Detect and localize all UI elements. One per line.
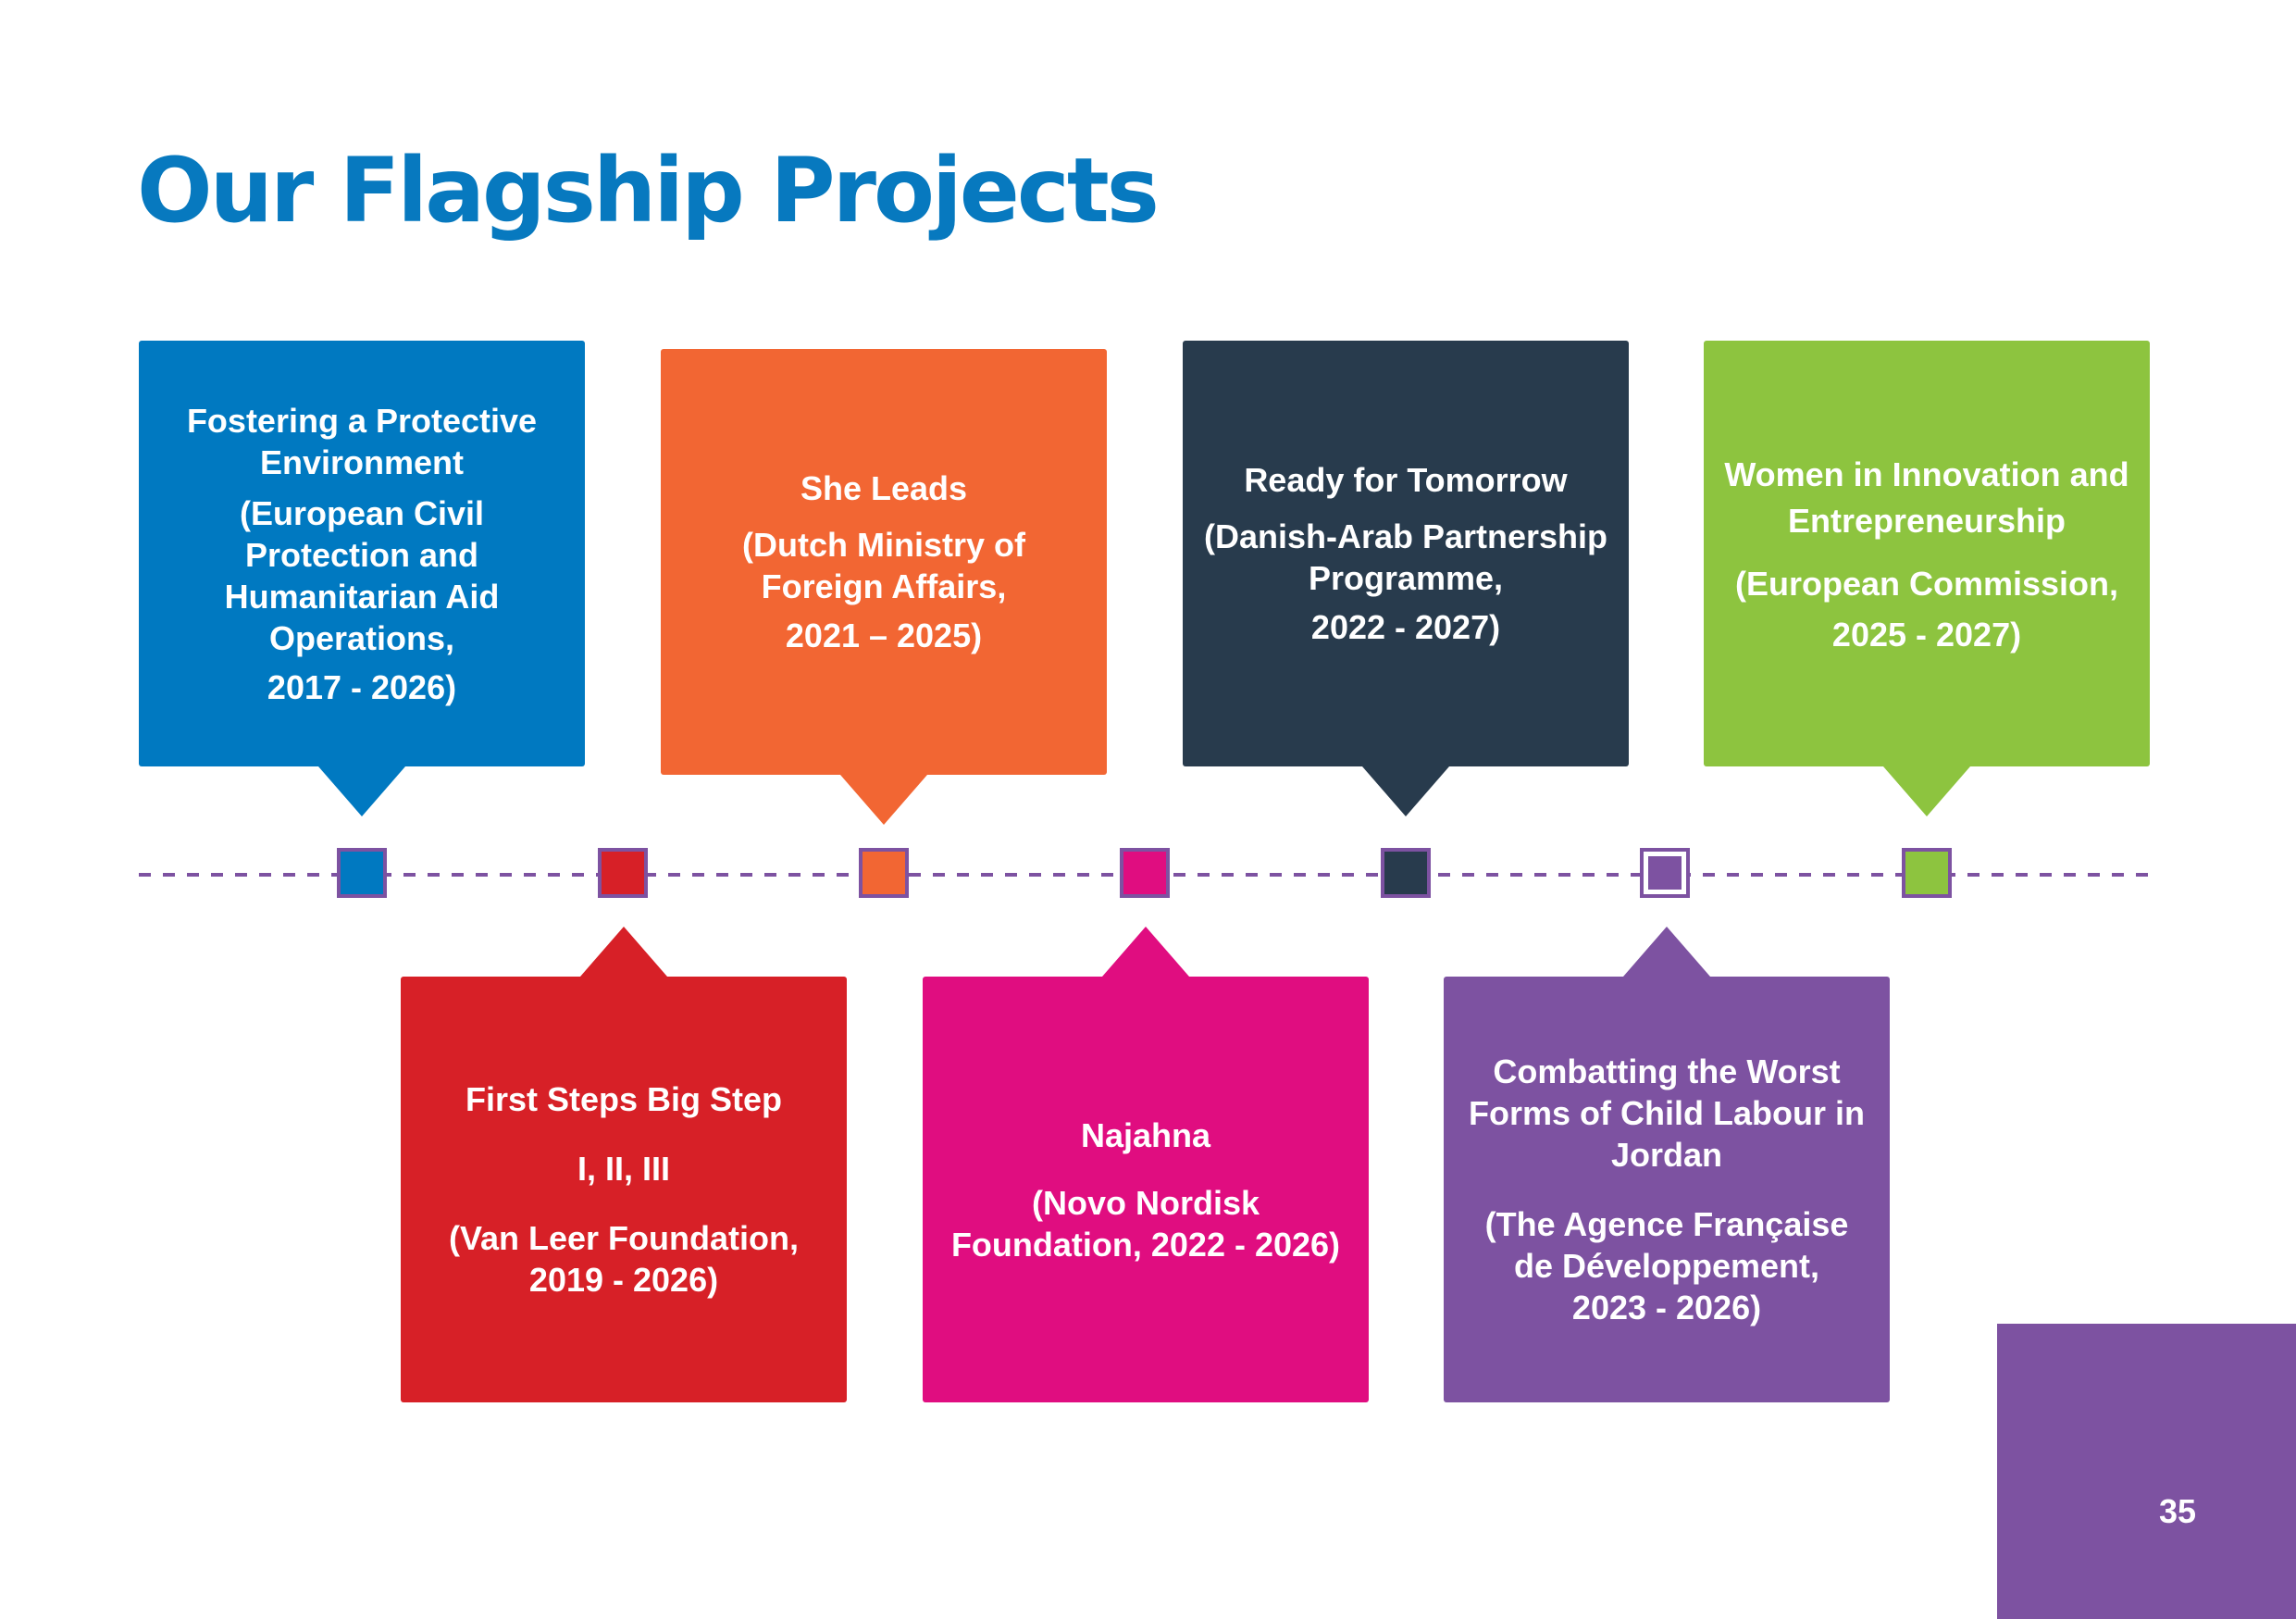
- project-years: 2021 – 2025): [785, 616, 983, 654]
- project-funder: (European Commission,: [1734, 565, 2119, 603]
- project-card-women-in-innovation: Women in Innovation and Entrepreneurship…: [1704, 341, 2150, 816]
- project-years: 2017 - 2026): [267, 667, 457, 706]
- timeline-marker-child-labour: [1640, 848, 1690, 898]
- callout-pointer: [1102, 927, 1189, 977]
- project-card-first-steps-big-step: First Steps Big Step I, II, III (Van Lee…: [401, 927, 847, 1402]
- project-years: 2022 - 2027): [1310, 608, 1501, 646]
- project-title: First Steps Big Step: [465, 1080, 783, 1118]
- callout-pointer: [840, 775, 927, 825]
- project-funder: (European Civil Protection and Humanitar…: [224, 493, 500, 657]
- project-card-fostering-protective-environment: Fostering a Protective Environment (Euro…: [139, 341, 585, 816]
- project-funder: (The Agence Française de Développement,: [1484, 1205, 1849, 1285]
- project-funder: (Novo Nordisk: [1031, 1183, 1260, 1222]
- timeline-marker-fostering: [337, 848, 387, 898]
- callout-pointer: [1362, 766, 1449, 816]
- timeline-marker-najahna: [1120, 848, 1170, 898]
- project-years: Foundation, 2022 - 2026): [950, 1225, 1341, 1264]
- project-phases: I, II, III: [577, 1150, 671, 1188]
- timeline-marker-first-steps: [598, 848, 648, 898]
- callout-pointer: [1883, 766, 1970, 816]
- project-title: Women in Innovation and Entrepreneurship: [1724, 455, 2129, 540]
- project-title: Ready for Tomorrow: [1244, 461, 1568, 499]
- page-title: Our Flagship Projects: [137, 139, 1160, 243]
- project-title: Combatting the Worst Forms of Child Labo…: [1469, 1052, 1865, 1174]
- project-years: 2025 - 2027): [1831, 616, 2022, 654]
- project-funder: (Danish-Arab Partnership Programme,: [1203, 517, 1608, 597]
- project-title: Najahna: [1080, 1115, 1211, 1154]
- project-funder: (Dutch Ministry of Foreign Affairs,: [742, 526, 1025, 605]
- project-card-combatting-child-labour: Combatting the Worst Forms of Child Labo…: [1444, 927, 1890, 1402]
- project-years: 2019 - 2026): [528, 1261, 719, 1299]
- project-funder: (Van Leer Foundation,: [448, 1219, 800, 1257]
- callout-pointer: [1623, 927, 1710, 977]
- project-title: She Leads: [800, 469, 968, 507]
- timeline-marker-women-in-innovation: [1902, 848, 1952, 898]
- timeline-marker-she-leads: [859, 848, 909, 898]
- project-card-najahna: Najahna (Novo Nordisk Foundation, 2022 -…: [923, 927, 1369, 1402]
- page-number-box: [1997, 1324, 2296, 1619]
- marker-inner-fill: [1648, 856, 1682, 890]
- project-title: Fostering a Protective Environment: [186, 401, 538, 481]
- project-years: 2023 - 2026): [1571, 1289, 1762, 1326]
- callout-pointer: [580, 927, 667, 977]
- project-card-ready-for-tomorrow: Ready for Tomorrow (Danish-Arab Partners…: [1183, 341, 1629, 816]
- project-card-she-leads: She Leads (Dutch Ministry of Foreign Aff…: [661, 349, 1107, 825]
- callout-pointer: [318, 766, 405, 816]
- timeline-marker-ready-for-tomorrow: [1381, 848, 1431, 898]
- page-number: 35: [2159, 1492, 2197, 1530]
